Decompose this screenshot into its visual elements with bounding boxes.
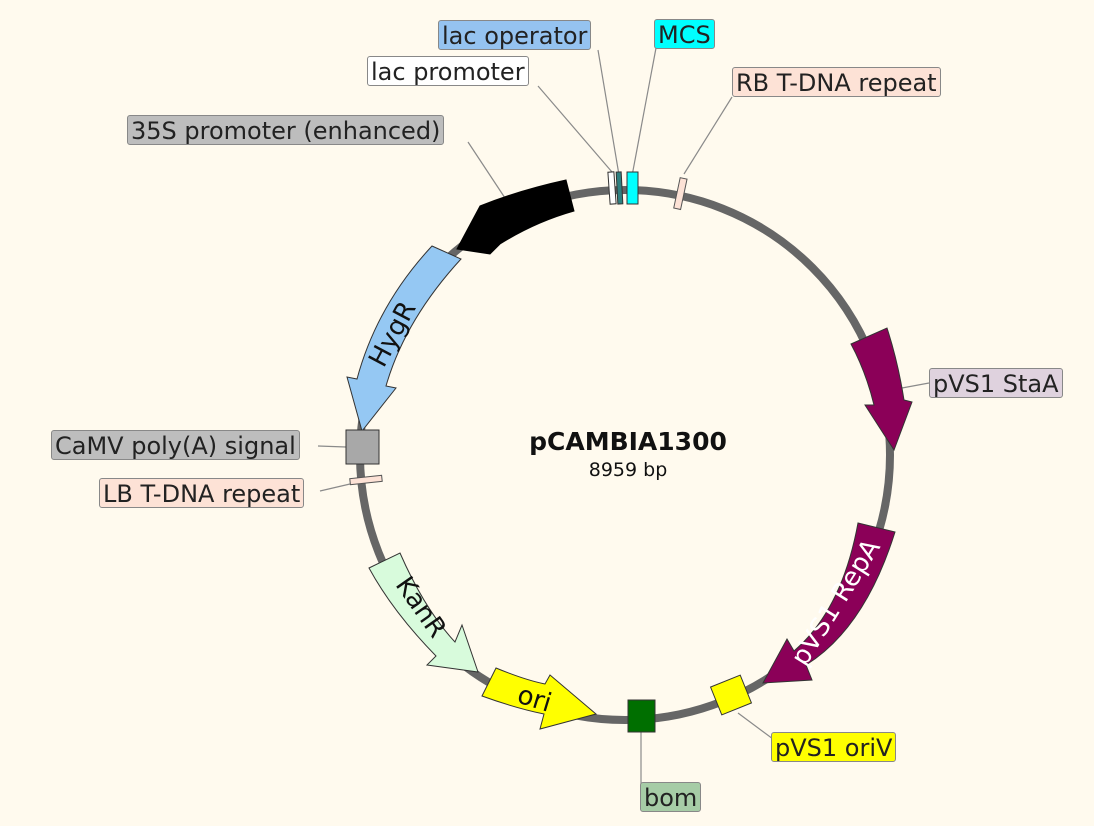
plasmid-size: 8959 bp bbox=[588, 459, 668, 481]
label-mcs[interactable]: MCS bbox=[654, 19, 715, 49]
feature-35s-promoter-arrow[interactable] bbox=[456, 179, 575, 255]
feature-oriv-box[interactable] bbox=[709, 674, 753, 716]
feature-hygr-arrow[interactable] bbox=[346, 245, 462, 433]
leader-lb bbox=[319, 483, 351, 492]
feature-lac-operator-mark[interactable] bbox=[615, 171, 624, 205]
feature-lac-promoter-mark[interactable] bbox=[607, 171, 617, 205]
leader-35s bbox=[467, 141, 506, 199]
label-stata[interactable]: pVS1 StaA bbox=[929, 368, 1063, 398]
label-rb-tdna[interactable]: RB T-DNA repeat bbox=[732, 67, 941, 97]
leader-mcs bbox=[631, 47, 657, 177]
feature-ori-arrow[interactable] bbox=[481, 667, 598, 730]
feature-camv-polya-box[interactable] bbox=[345, 429, 380, 465]
label-35s-promoter[interactable]: 35S promoter (enhanced) bbox=[127, 115, 445, 145]
leader-camv bbox=[317, 445, 347, 448]
label-bom[interactable]: bom bbox=[640, 782, 702, 812]
leader-stata bbox=[901, 382, 930, 389]
feature-kanr-arrow[interactable] bbox=[368, 552, 479, 673]
label-lac-promoter[interactable]: lac promoter bbox=[367, 56, 529, 86]
label-oriv[interactable]: pVS1 oriV bbox=[771, 732, 897, 762]
leader-lac-promoter bbox=[537, 85, 613, 173]
feature-hygr-label: HygR bbox=[363, 297, 422, 372]
leader-oriv bbox=[737, 712, 774, 740]
feature-repa-label: pVS1 RepA bbox=[786, 534, 887, 671]
plasmid-name: pCAMBIA1300 bbox=[529, 427, 727, 456]
leader-lines bbox=[317, 47, 930, 784]
feature-rb-tdna-mark[interactable] bbox=[673, 177, 688, 211]
leader-lac-operator bbox=[597, 49, 620, 176]
feature-stata-arrow[interactable] bbox=[850, 327, 913, 452]
feature-lb-tdna-mark[interactable] bbox=[349, 474, 383, 486]
feature-mcs-box[interactable] bbox=[626, 171, 639, 205]
label-lb-tdna[interactable]: LB T-DNA repeat bbox=[99, 478, 305, 508]
feature-repa-arrow[interactable] bbox=[762, 522, 896, 684]
leader-rb-tdna bbox=[683, 96, 733, 175]
label-lac-operator[interactable]: lac operator bbox=[438, 20, 592, 50]
label-camv-polya[interactable]: CaMV poly(A) signal bbox=[51, 430, 300, 460]
feature-bom-box[interactable] bbox=[627, 699, 656, 733]
